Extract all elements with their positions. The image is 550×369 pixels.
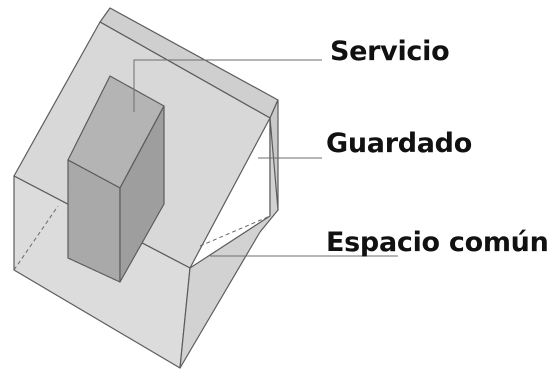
service-block-side: [119, 105, 165, 283]
hidden-edge-right: [199, 215, 271, 247]
service-block: [67, 75, 165, 283]
label-guardado: Guardado: [326, 128, 472, 159]
hidden-edge-left: [13, 205, 59, 271]
box-right-lower-face: [179, 117, 279, 369]
label-espacio-comun: Espacio común: [326, 227, 549, 258]
leader-lines: [133, 59, 398, 257]
leader-servicio: [133, 59, 322, 112]
label-servicio: Servicio: [330, 36, 449, 67]
